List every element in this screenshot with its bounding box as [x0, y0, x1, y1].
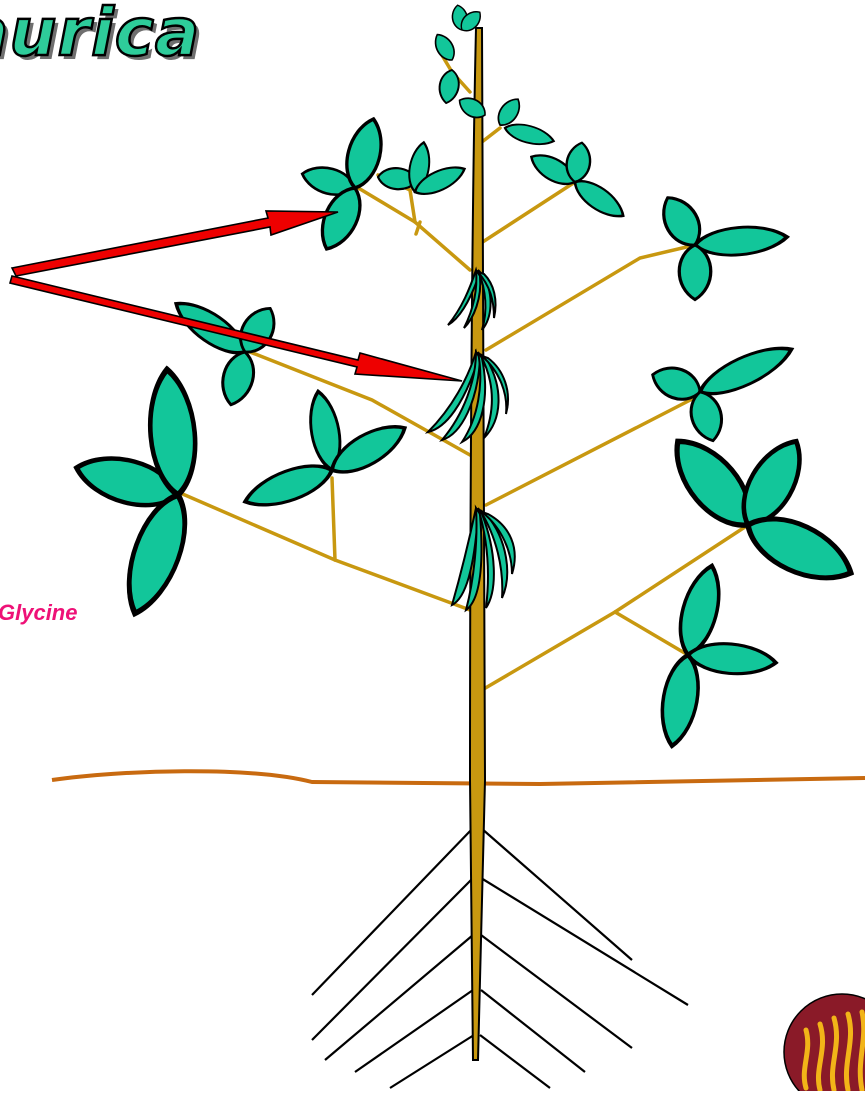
title-text: aurica: [0, 0, 200, 71]
university-logo-icon: [784, 994, 865, 1091]
genus-label: Glycine: [0, 600, 77, 626]
soil-line: [52, 771, 865, 784]
root-system: [312, 828, 688, 1088]
